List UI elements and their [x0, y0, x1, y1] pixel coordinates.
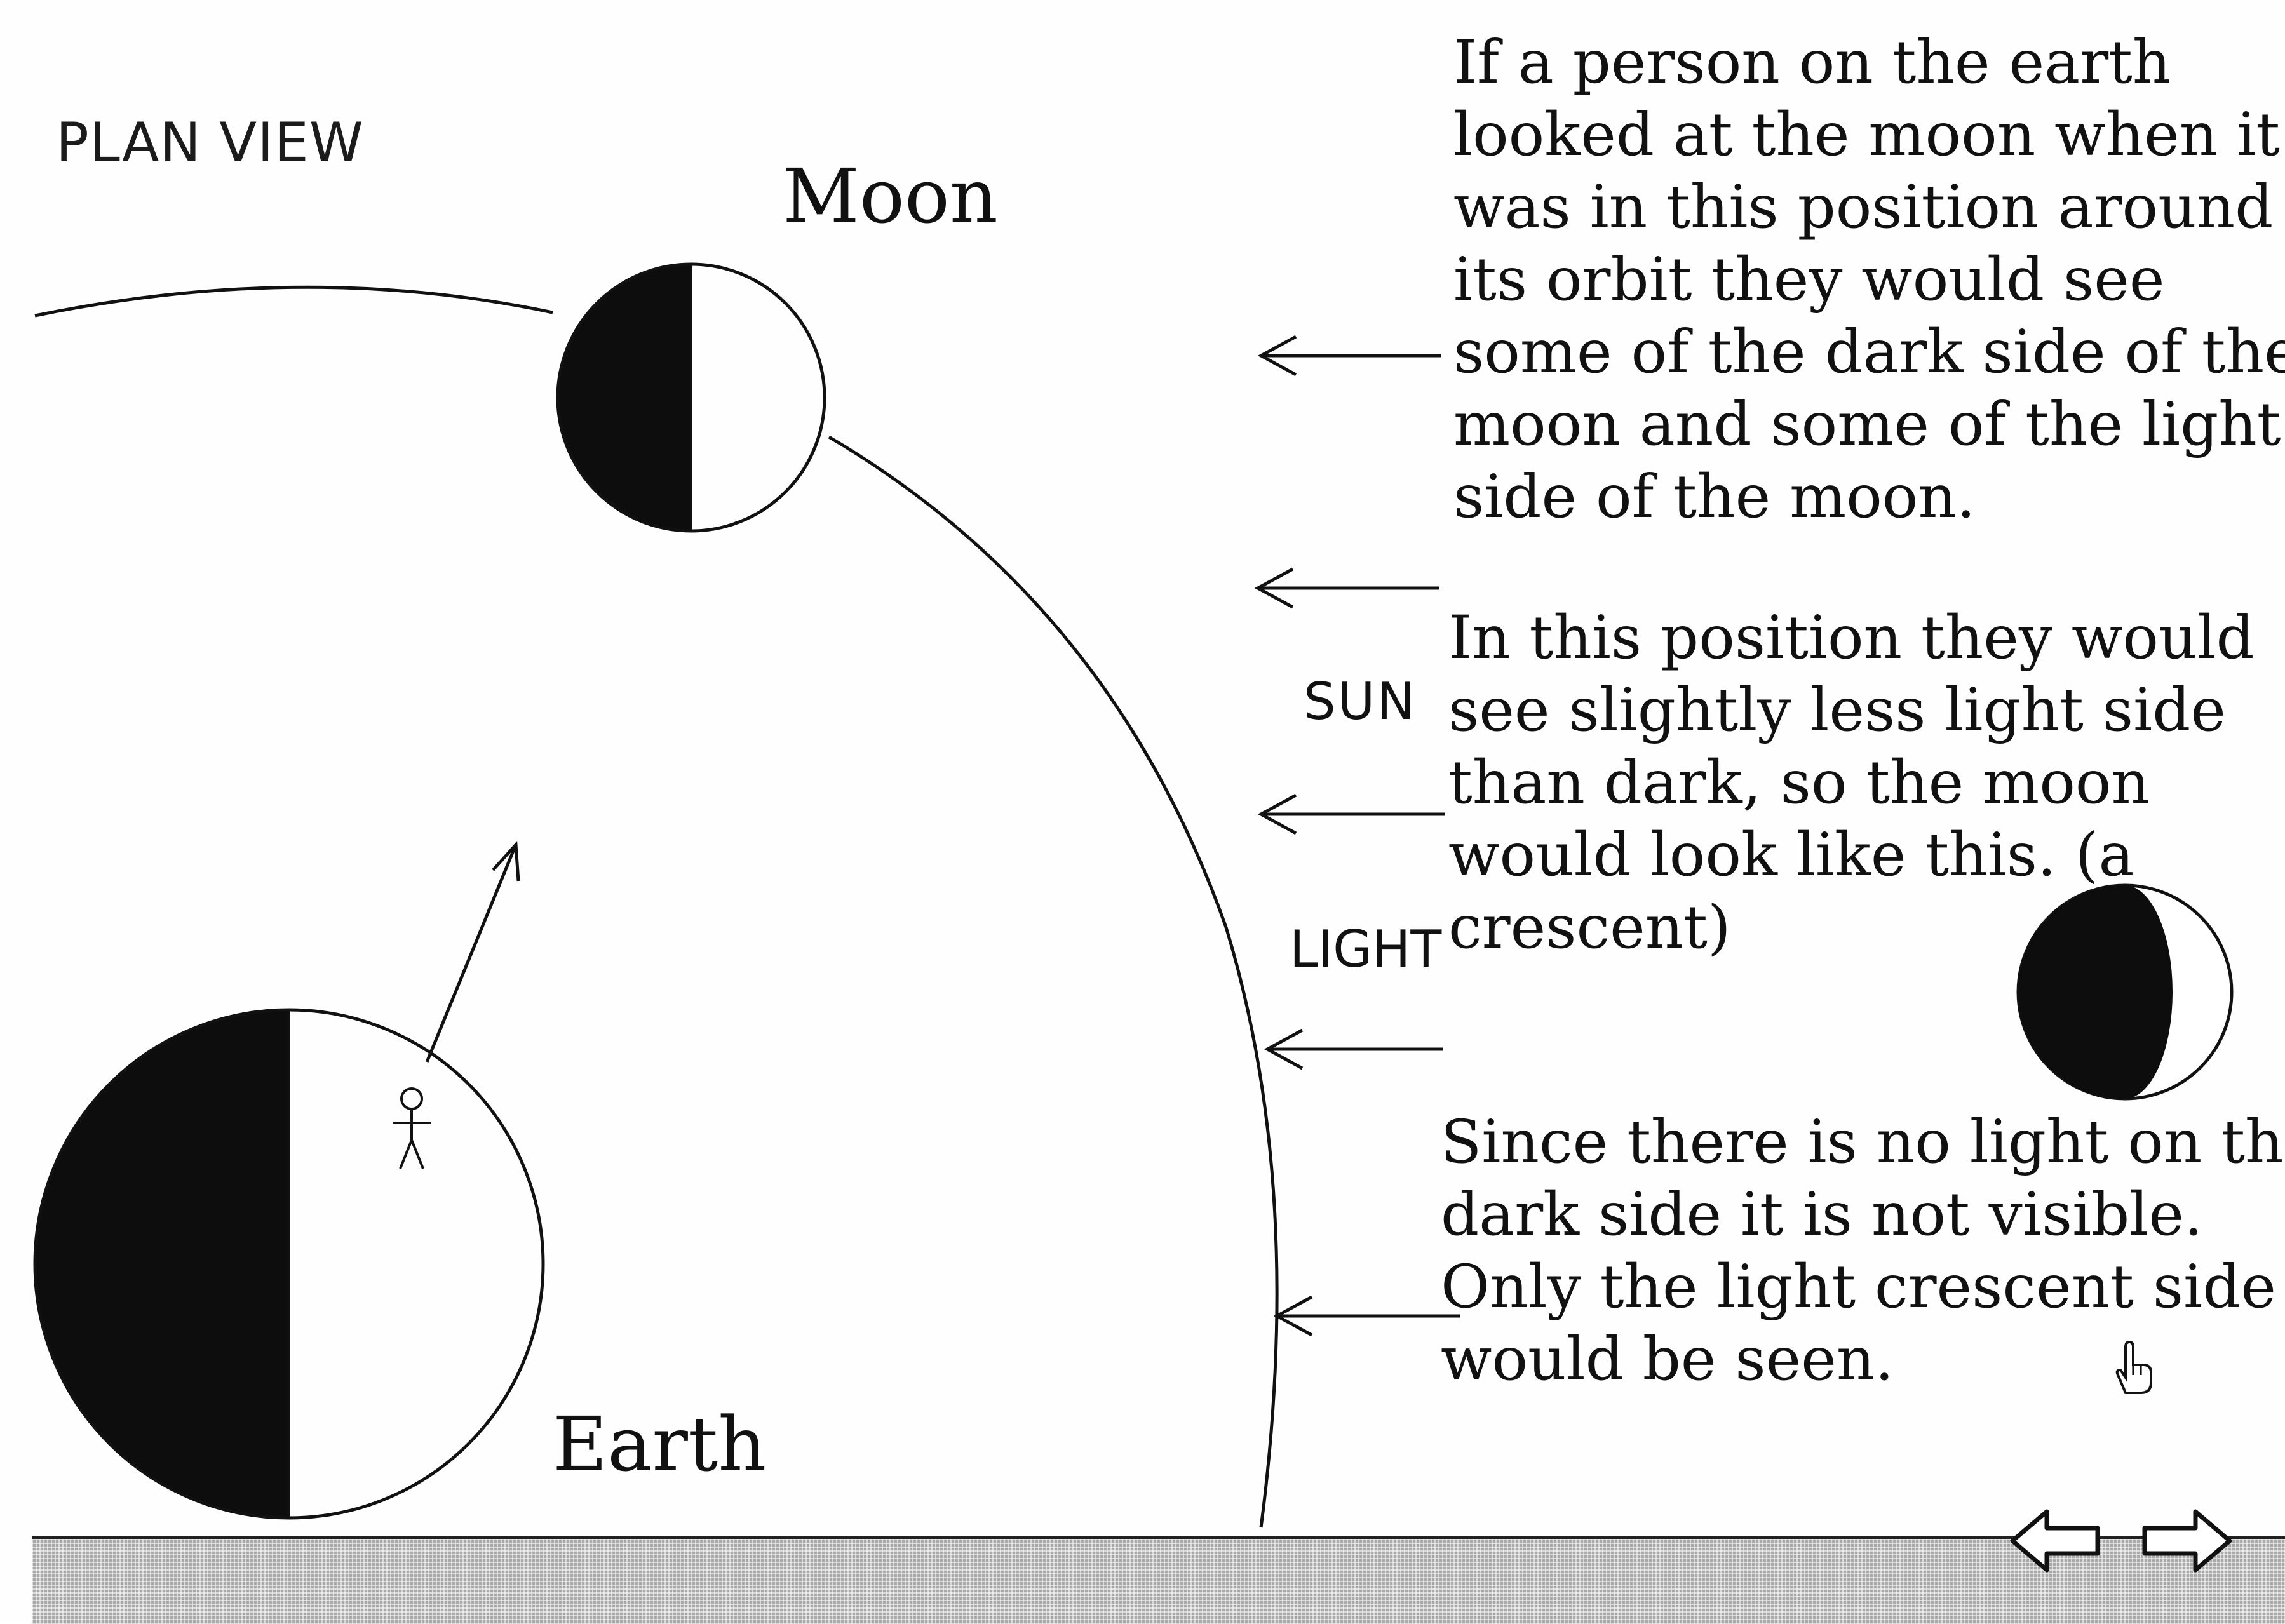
- explanation-line: would look like this. (a: [1448, 819, 2255, 892]
- left-arrow-icon: [2012, 1512, 2098, 1570]
- explanation-line: Since there is no light on the: [1441, 1106, 2285, 1179]
- explanation-crescent: In this position they would see slightly…: [1448, 602, 2255, 964]
- explanation-line: was in this position around: [1453, 171, 2285, 244]
- explanation-line: some of the dark side of the: [1453, 316, 2285, 389]
- earth-icon: [25, 1003, 543, 1524]
- explanation-line: see slightly less light side: [1448, 674, 2255, 747]
- explanation-line: looked at the moon when it: [1453, 99, 2285, 171]
- sunlight-arrows: [1258, 337, 1460, 1335]
- explanation-line: than dark, so the moon: [1448, 747, 2255, 819]
- moon-label: Moon: [783, 152, 998, 240]
- explanation-line: moon and some of the light: [1453, 389, 2285, 461]
- earth-label: Earth: [553, 1400, 766, 1488]
- observer-icon: [393, 1089, 431, 1169]
- explanation-line: In this position they would: [1448, 602, 2255, 674]
- explanation-line: Only the light crescent side: [1441, 1251, 2285, 1324]
- right-arrow-icon: [2145, 1512, 2230, 1570]
- moon-icon: [553, 254, 825, 546]
- explanation-line: crescent): [1448, 892, 2255, 964]
- explanation-line: side of the moon.: [1453, 461, 2285, 534]
- moon-orbit-right: [829, 437, 1277, 1527]
- moon-orbit-left: [35, 287, 553, 316]
- explanation-line: If a person on the earth: [1453, 27, 2285, 99]
- light-label: LIGHT: [1290, 920, 1441, 979]
- line-of-sight-arrow: [427, 845, 516, 1062]
- previous-card-button[interactable]: [2007, 1503, 2103, 1579]
- next-card-button[interactable]: [2140, 1503, 2235, 1579]
- explanation-line: its orbit they would see: [1453, 244, 2285, 316]
- pointing-hand-icon: [2108, 1337, 2159, 1400]
- explanation-moon-position: If a person on the earth looked at the m…: [1453, 27, 2285, 534]
- explanation-line: dark side it is not visible.: [1441, 1179, 2285, 1251]
- navigation-bar: [32, 1536, 2285, 1624]
- plan-view-label: PLAN VIEW: [56, 111, 364, 175]
- sun-label: SUN: [1304, 672, 1417, 731]
